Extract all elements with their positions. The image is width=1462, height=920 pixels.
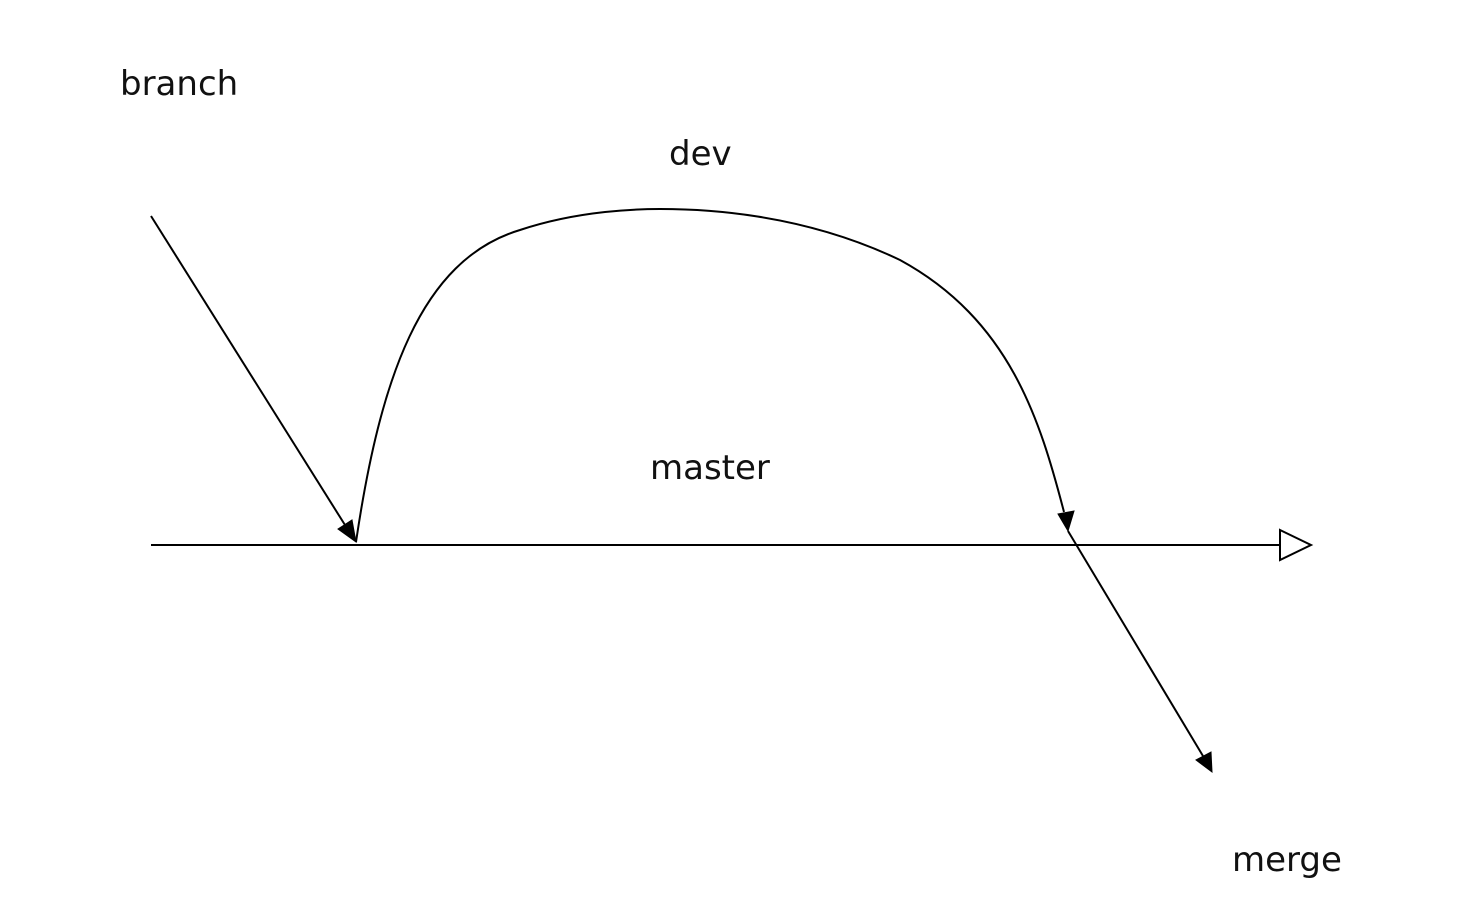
dev-label: dev <box>669 134 732 174</box>
merge-arrow-line <box>1067 530 1204 757</box>
merge-label: merge <box>1232 840 1342 880</box>
master-arrowhead-icon <box>1279 528 1314 562</box>
dev-curve <box>355 207 1065 543</box>
branch-arrow-line <box>150 215 346 526</box>
branch-arrowhead-icon <box>337 519 357 544</box>
branch-label: branch <box>120 64 238 104</box>
dev-arrowhead-icon <box>1057 510 1075 533</box>
master-label: master <box>650 448 770 488</box>
merge-arrowhead-icon <box>1195 751 1213 774</box>
